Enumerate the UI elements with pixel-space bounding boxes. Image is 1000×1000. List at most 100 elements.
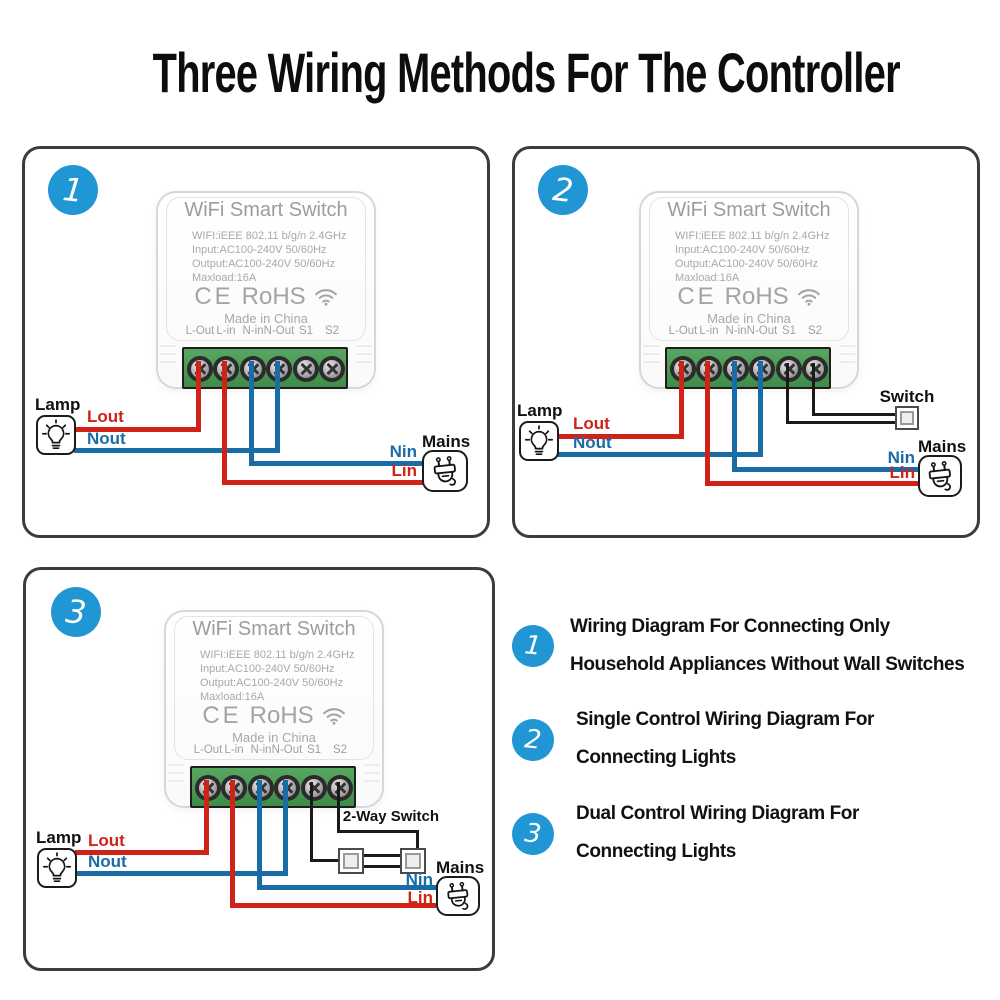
terminal-label: S1 xyxy=(306,744,322,756)
terminal-label: N-Out xyxy=(746,325,778,337)
two-way-switch-label: 2-Way Switch xyxy=(342,808,440,825)
wire-lin-vertical xyxy=(230,780,235,908)
screw-terminal xyxy=(802,356,828,382)
device-ridge xyxy=(364,780,380,782)
device-ridge xyxy=(643,361,659,363)
switch-icon-right xyxy=(400,848,426,874)
legend-line: Connecting Lights xyxy=(576,747,736,768)
mains-label: Mains xyxy=(422,432,471,451)
device-title: WiFi Smart Switch xyxy=(184,199,348,221)
device-specs: WIFI:iEEE 802.11 b/g/n 2.4GHz Input:AC10… xyxy=(192,229,346,285)
legend-item-3: 3 Dual Control Wiring Diagram For Connec… xyxy=(509,795,992,885)
nout-wire-label: Nout xyxy=(573,433,612,452)
lin-wire-label: Lin xyxy=(391,461,418,480)
ce-mark: CE xyxy=(677,283,717,310)
panel-1-number-badge: 1 xyxy=(45,162,101,218)
plug-icon xyxy=(427,454,463,488)
nin-wire-label: Nin xyxy=(405,870,433,889)
wifi-icon xyxy=(797,288,821,306)
switch-icon xyxy=(895,406,919,430)
wire-nout-vertical xyxy=(758,361,763,457)
device-outline xyxy=(649,197,849,341)
terminal-label: L-Out xyxy=(193,744,223,756)
device-ridge xyxy=(839,353,855,355)
nout-wire-label: Nout xyxy=(87,429,126,448)
lamp-label: Lamp xyxy=(36,828,82,847)
wifi-icon xyxy=(322,707,346,725)
legend-line: Household Appliances Without Wall Switch… xyxy=(570,654,965,675)
wire-nin-horizontal xyxy=(249,461,423,466)
wire-nout-horizontal xyxy=(75,871,288,876)
ce-mark: CE xyxy=(202,702,242,729)
terminal-label: L-in xyxy=(216,325,236,337)
screw-terminal xyxy=(776,356,802,382)
spec-line: Input:AC100-240V 50/60Hz xyxy=(675,244,810,256)
wire-s2-horizontal xyxy=(337,830,419,833)
wire-s2-horizontal xyxy=(812,413,895,416)
terminal-label: L-Out xyxy=(668,325,698,337)
bulb-icon xyxy=(39,418,73,452)
wire-s1-horizontal xyxy=(310,859,338,862)
legend-line: Dual Control Wiring Diagram For xyxy=(576,803,859,824)
wire-lin-horizontal xyxy=(230,903,436,908)
terminal-label: N-Out xyxy=(263,325,295,337)
nin-wire-label: Nin xyxy=(389,442,417,461)
device-outline xyxy=(174,616,374,760)
wire-nout-horizontal xyxy=(74,448,280,453)
legend-line: Wiring Diagram For Connecting Only xyxy=(570,616,890,637)
device-ridge xyxy=(364,764,380,766)
wire-s1-vertical xyxy=(786,363,789,424)
lamp-label: Lamp xyxy=(517,401,563,420)
terminal-label: N-Out xyxy=(271,744,303,756)
spec-line: WIFI:iEEE 802.11 b/g/n 2.4GHz xyxy=(200,649,355,661)
screw-terminal xyxy=(293,356,319,382)
legend-text-2: Single Control Wiring Diagram For Connec… xyxy=(576,701,874,777)
legend-badge-3: 3 xyxy=(509,810,557,858)
spec-line: Maxload:16A xyxy=(200,691,265,703)
mains-label: Mains xyxy=(436,858,485,877)
terminal-label: S2 xyxy=(332,744,348,756)
wire-lin-vertical xyxy=(705,361,710,486)
wire-s2-vertical xyxy=(337,782,340,833)
device-title: WiFi Smart Switch xyxy=(667,199,831,221)
screw-terminal xyxy=(319,356,345,382)
wire-nout-vertical xyxy=(275,361,280,453)
wifi-smart-switch-device: WiFi Smart Switch WIFI:iEEE 802.11 b/g/n… xyxy=(156,191,376,389)
device-ridge xyxy=(160,353,176,355)
terminal-label: L-in xyxy=(699,325,719,337)
spec-line: Output:AC100-240V 50/60Hz xyxy=(675,258,819,270)
mains-label: Mains xyxy=(918,437,967,456)
device-specs: WIFI:iEEE 802.11 b/g/n 2.4GHz Input:AC10… xyxy=(675,229,829,285)
wire-lin-horizontal xyxy=(705,481,918,486)
device-ridge xyxy=(168,772,184,774)
rohs-mark: RoHS xyxy=(724,283,789,310)
spec-line: Maxload:16A xyxy=(675,272,740,284)
lamp-label: Lamp xyxy=(35,395,81,414)
nout-wire-label: Nout xyxy=(88,852,127,871)
legend-number: 3 xyxy=(523,818,543,850)
page-title-wrap: Three Wiring Methods For The Controller xyxy=(0,40,1000,105)
device-cert-row: CE RoHS xyxy=(166,702,382,730)
spec-line: Input:AC100-240V 50/60Hz xyxy=(200,663,335,675)
made-in-china-label: Made in China xyxy=(232,730,316,745)
mains-icon xyxy=(436,876,480,916)
wire-lin-horizontal xyxy=(222,480,423,485)
device-outline xyxy=(166,197,366,341)
device-ridge xyxy=(643,353,659,355)
device-ridge xyxy=(356,361,372,363)
wire-lout-horizontal xyxy=(74,427,201,432)
spec-line: Maxload:16A xyxy=(192,272,257,284)
wire-lout-horizontal xyxy=(557,434,684,439)
lamp-icon xyxy=(36,415,76,455)
plug-icon xyxy=(922,459,958,493)
lout-wire-label: Lout xyxy=(573,414,610,433)
legend-line: Connecting Lights xyxy=(576,841,736,862)
page-title: Three Wiring Methods For The Controller xyxy=(152,41,901,104)
panel-1: 1 WiFi Smart Switch WIFI:iEEE 802.11 b/g… xyxy=(22,146,490,538)
wifi-icon xyxy=(314,288,338,306)
screw-terminal xyxy=(301,775,327,801)
terminal-label: L-in xyxy=(224,744,244,756)
wire-nout-horizontal xyxy=(557,452,763,457)
panel-number: 1 xyxy=(60,170,86,210)
terminal-label: N-in xyxy=(250,744,272,756)
